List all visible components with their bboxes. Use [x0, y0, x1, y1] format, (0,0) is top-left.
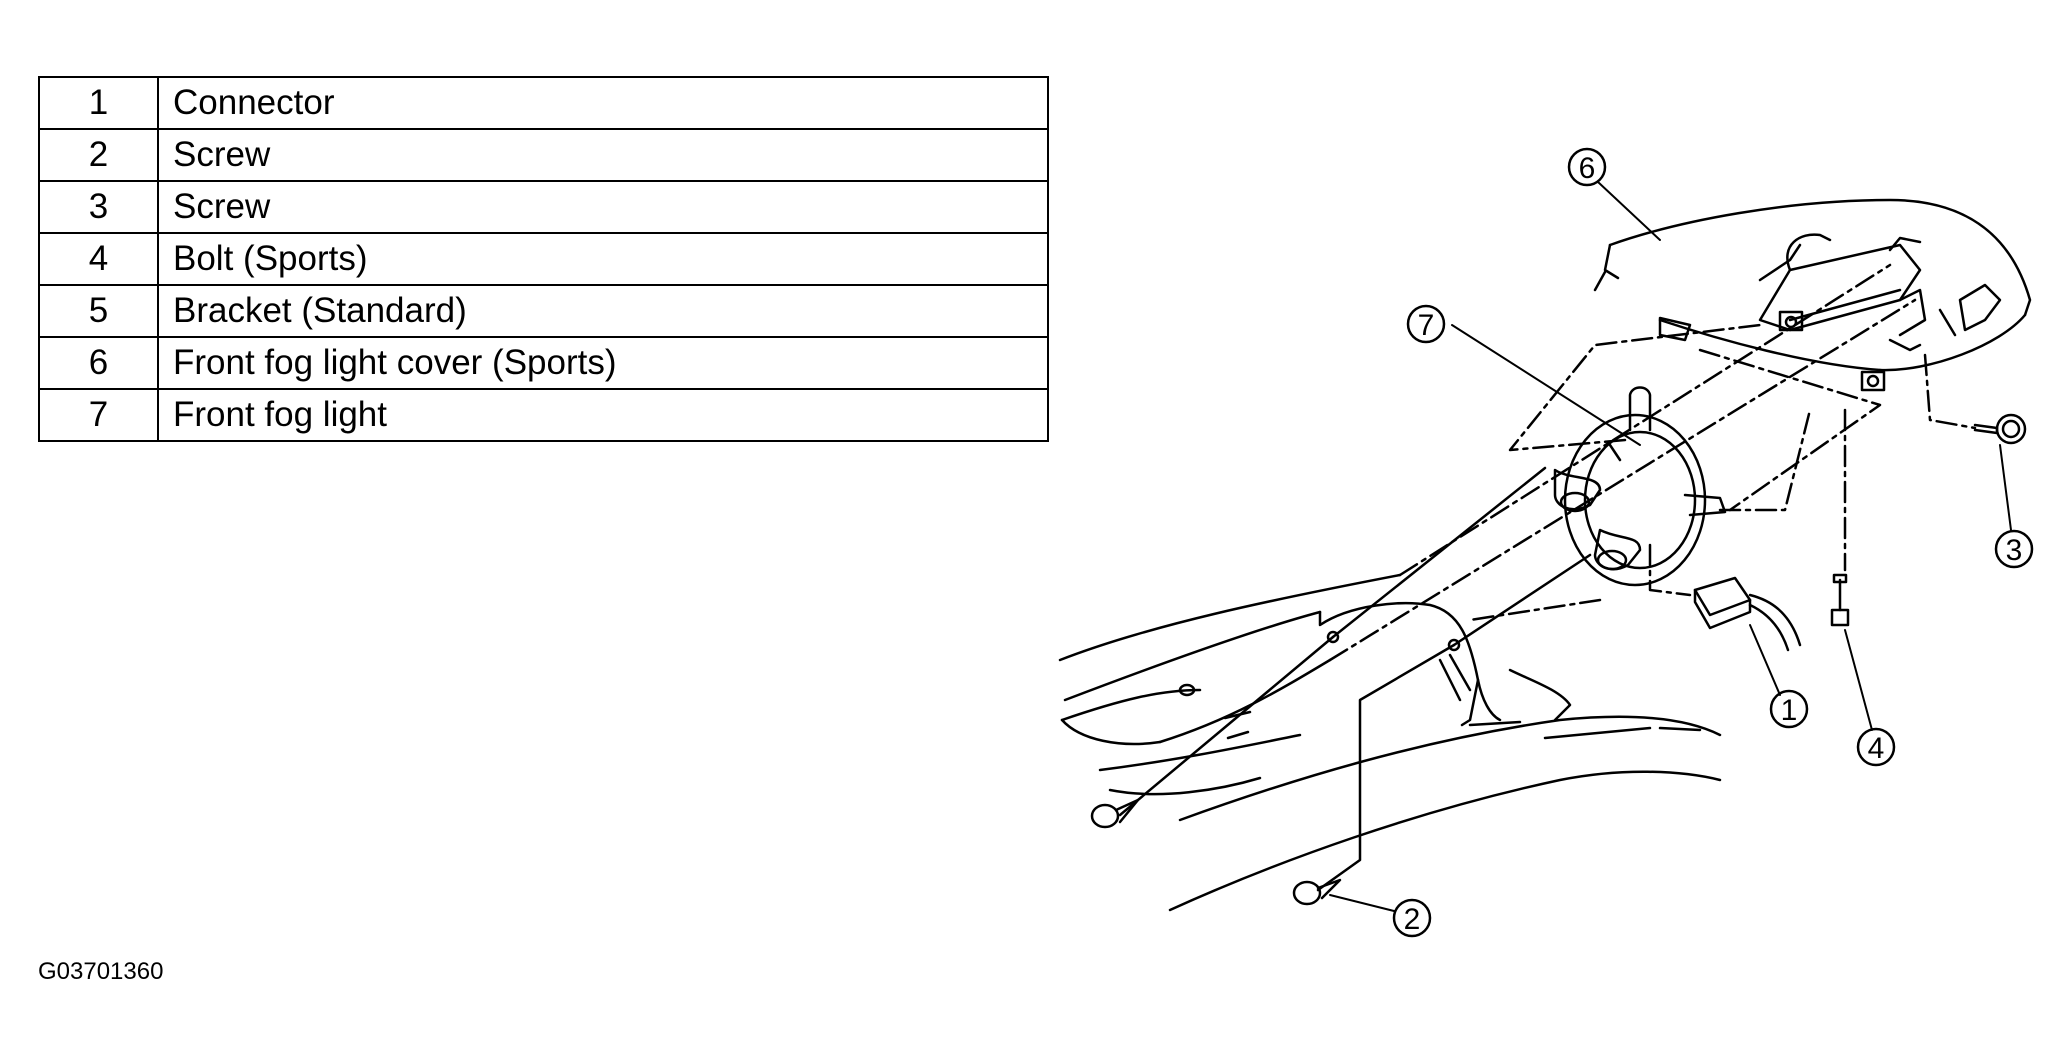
- legend-row: 4 Bolt (Sports): [38, 232, 1049, 286]
- bumper-body: [1058, 573, 1722, 912]
- legend-label: Connector: [157, 76, 1049, 130]
- bolt-4: [1830, 573, 1850, 627]
- legend-number: 3: [38, 180, 159, 234]
- legend-number: 7: [38, 388, 159, 442]
- legend-number: 5: [38, 284, 159, 338]
- legend-number: 1: [38, 76, 159, 130]
- legend-label: Screw: [157, 128, 1049, 182]
- callout-label: 4: [1868, 732, 1885, 765]
- legend-row: 7 Front fog light: [38, 388, 1049, 442]
- legend-row: 5 Bracket (Standard): [38, 284, 1049, 338]
- screw-3: [1973, 413, 2027, 445]
- callout-1: 1: [1769, 689, 1809, 729]
- callout-label: 3: [2006, 534, 2023, 567]
- legend-number: 2: [38, 128, 159, 182]
- legend-row: 1 Connector: [38, 76, 1049, 130]
- callout-label: 1: [1781, 694, 1798, 727]
- legend-label: Screw: [157, 180, 1049, 234]
- callout-3: 3: [1994, 529, 2034, 569]
- screw-insertion-lines: [1118, 466, 1592, 892]
- callout-label: 6: [1579, 152, 1596, 185]
- callout-label: 2: [1404, 903, 1421, 936]
- connector: [1693, 576, 1802, 652]
- legend-label: Front fog light cover (Sports): [157, 336, 1049, 390]
- legend-number: 4: [38, 232, 159, 286]
- fog-light-cover: [1593, 198, 2032, 372]
- legend-number: 6: [38, 336, 159, 390]
- callout-7: 7: [1406, 304, 1446, 344]
- fog-light-unit: [1553, 386, 1727, 587]
- legend-label: Bolt (Sports): [157, 232, 1049, 286]
- callout-label: 7: [1418, 309, 1435, 342]
- callout-4: 4: [1856, 727, 1896, 767]
- screw-2-lower: [1292, 878, 1342, 906]
- legend-row: 3 Screw: [38, 180, 1049, 234]
- legend-label: Bracket (Standard): [157, 284, 1049, 338]
- legend-row: 2 Screw: [38, 128, 1049, 182]
- parts-legend-table: 1 Connector 2 Screw 3 Screw 4 Bolt (Spor…: [38, 76, 1049, 442]
- callout-leaders: [1329, 181, 2012, 912]
- legend-row: 6 Front fog light cover (Sports): [38, 336, 1049, 390]
- screw-2-upper: [1090, 798, 1140, 829]
- legend-label: Front fog light: [157, 388, 1049, 442]
- callout-2: 2: [1392, 898, 1432, 938]
- assembly-guide-lines: [1328, 263, 1977, 662]
- figure-code: G03701360: [38, 958, 164, 985]
- callout-6: 6: [1567, 147, 1607, 187]
